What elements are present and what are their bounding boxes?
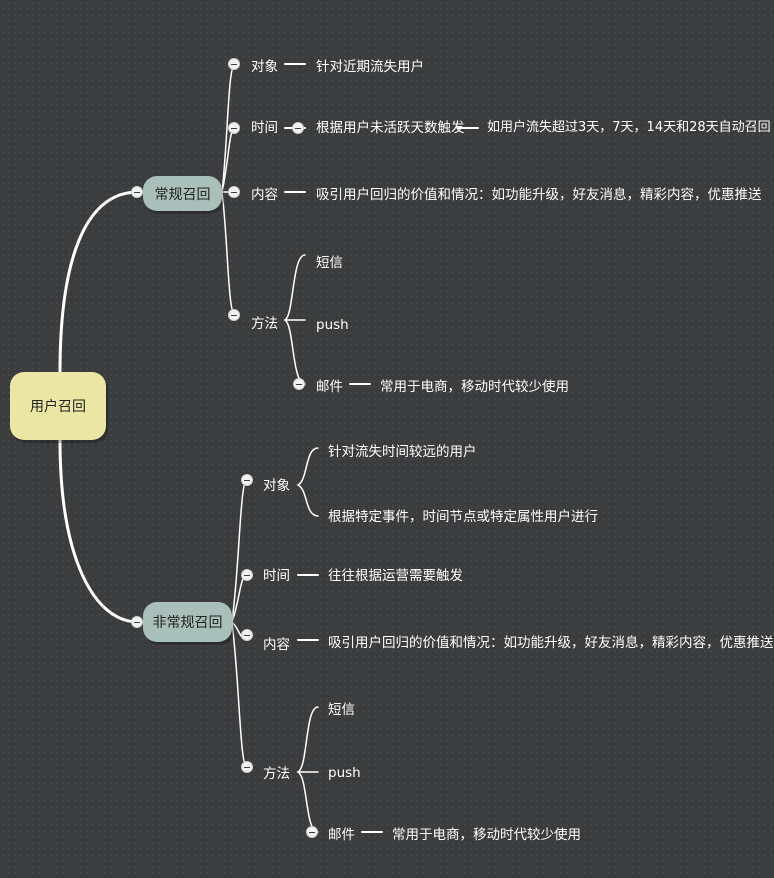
regular-object-detail[interactable]: 针对近期流失用户 — [316, 59, 424, 75]
regular-time-detail[interactable]: 根据用户未活跃天数触发 — [316, 120, 465, 136]
irregular-method-mail[interactable]: 邮件 — [328, 827, 355, 843]
irregular-method-label[interactable]: 方法 — [263, 766, 290, 782]
collapse-toggle-irregular-mail[interactable] — [306, 826, 318, 838]
regular-method-sms[interactable]: 短信 — [316, 255, 343, 271]
irregular-time-label[interactable]: 时间 — [263, 568, 290, 584]
link-regular-time — [221, 127, 236, 193]
collapse-toggle-regular-method[interactable] — [228, 309, 240, 321]
regular-content-label[interactable]: 内容 — [251, 187, 278, 203]
collapse-toggle-regular[interactable] — [131, 186, 143, 198]
irregular-time-detail[interactable]: 往往根据运营需要触发 — [328, 568, 463, 584]
mind-map: 用户召回 常规召回 对象 针对近期流失用户 时间 根据用户未活跃天数触发 如用户… — [10, 58, 774, 843]
regular-content-detail[interactable]: 吸引用户回归的价值和情况：如功能升级，好友消息，精彩内容，优惠推送 — [316, 187, 762, 203]
branch-irregular-label: 非常规召回 — [152, 615, 223, 631]
branch-regular-recall[interactable]: 常规召回 — [143, 176, 222, 211]
link-irregular-method — [231, 621, 248, 768]
link-regular-method — [221, 191, 236, 316]
link-root-irregular — [58, 438, 140, 624]
root-label: 用户召回 — [30, 399, 86, 415]
brace-irregular-object — [296, 447, 319, 517]
irregular-method-mail-detail[interactable]: 常用于电商，移动时代较少使用 — [392, 827, 581, 843]
irregular-object-label[interactable]: 对象 — [263, 478, 290, 494]
branch-regular-label: 常规召回 — [154, 186, 211, 203]
irregular-content-detail[interactable]: 吸引用户回归的价值和情况：如功能升级，好友消息，精彩内容，优惠推送 — [328, 635, 774, 651]
regular-time-label[interactable]: 时间 — [251, 120, 278, 136]
collapse-toggle-regular-time-detail[interactable] — [292, 122, 304, 134]
collapse-toggle-irregular-object[interactable] — [241, 474, 253, 486]
regular-method-mail-detail[interactable]: 常用于电商，移动时代较少使用 — [380, 379, 569, 395]
regular-time-detail-2[interactable]: 如用户流失超过3天，7天，14天和28天自动召回 — [487, 120, 771, 135]
collapse-toggle-regular-object[interactable] — [228, 58, 240, 70]
collapse-toggle-irregular[interactable] — [131, 616, 143, 628]
root-node[interactable]: 用户召回 — [10, 372, 106, 440]
regular-object-label[interactable]: 对象 — [251, 59, 278, 75]
irregular-method-sms[interactable]: 短信 — [328, 702, 355, 718]
collapse-toggle-regular-mail[interactable] — [293, 378, 305, 390]
regular-method-push[interactable]: push — [316, 317, 349, 333]
collapse-toggle-irregular-content[interactable] — [241, 629, 253, 641]
irregular-content-label[interactable]: 内容 — [263, 637, 290, 653]
collapse-toggle-irregular-method[interactable] — [241, 761, 253, 773]
collapse-toggle-irregular-time[interactable] — [241, 569, 253, 581]
collapse-toggle-regular-content[interactable] — [228, 186, 240, 198]
regular-method-label[interactable]: 方法 — [251, 316, 278, 332]
branch-irregular-recall[interactable]: 非常规召回 — [143, 602, 232, 642]
regular-method-mail[interactable]: 邮件 — [316, 379, 343, 395]
irregular-object-item-1[interactable]: 针对流失时间较远的用户 — [328, 444, 477, 460]
link-irregular-object — [231, 479, 248, 623]
irregular-method-push[interactable]: push — [328, 765, 361, 781]
brace-irregular-method — [296, 706, 319, 833]
irregular-object-item-2[interactable]: 根据特定事件，时间节点或特定属性用户进行 — [328, 509, 598, 525]
link-root-regular — [58, 190, 140, 374]
collapse-toggle-regular-time[interactable] — [228, 122, 240, 134]
